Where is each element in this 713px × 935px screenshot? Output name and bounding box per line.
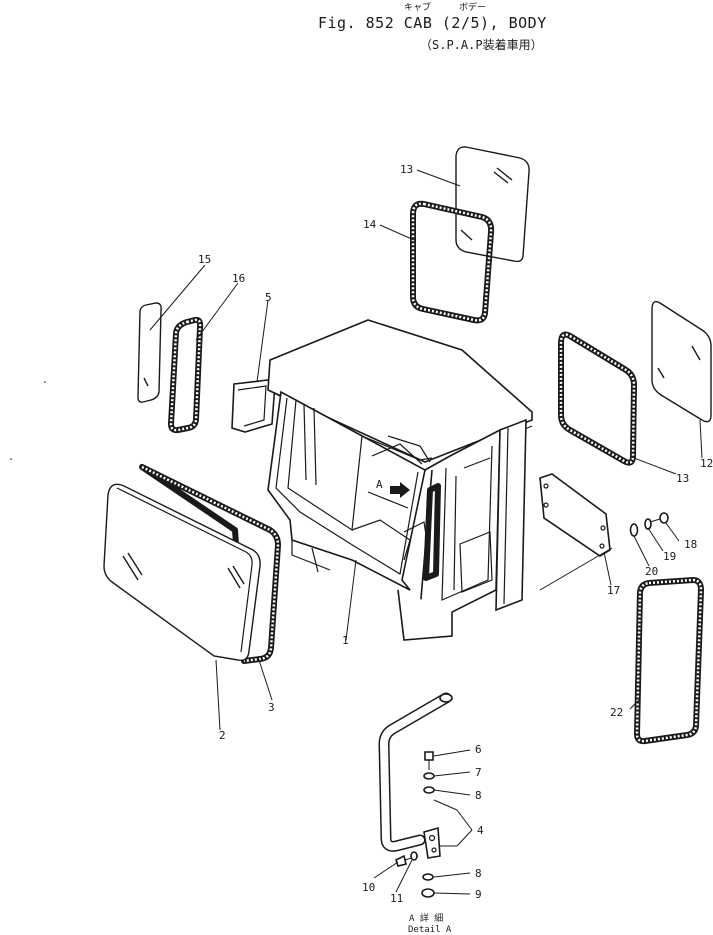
callout-3: 3 — [268, 701, 275, 714]
part-13-seal — [558, 331, 637, 466]
callout-numbers: 13 14 15 16 5 12 13 18 19 20 17 22 1 3 2… — [198, 163, 713, 905]
leader-lines — [149, 169, 703, 895]
part-3-seal — [139, 464, 281, 664]
part-5-panel — [231, 379, 276, 433]
callout-8a: 8 — [475, 789, 482, 802]
callout-13: 13 — [676, 472, 689, 485]
callout-18: 17 — [607, 584, 620, 597]
detail-a-handrail — [378, 692, 453, 898]
title-ruby-cab: キャブ — [404, 1, 431, 13]
callout-16: 15 — [198, 253, 211, 266]
detail-a-caption-jp: A 詳 細 — [409, 912, 443, 924]
callout-10: 10 — [362, 881, 375, 894]
callout-5: 5 — [265, 291, 272, 304]
callout-21: 20 — [645, 565, 658, 578]
callout-19: 18 — [684, 538, 697, 551]
detail-a-arrow-label: A — [376, 478, 383, 491]
callout-2: 2 — [219, 729, 226, 742]
callout-8b: 8 — [475, 867, 482, 880]
title-ruby-body: ボデー — [459, 1, 486, 13]
page-title: Fig. 852 CAB (2/5), BODY — [318, 14, 547, 32]
part-21-washer — [629, 523, 639, 537]
part-16-glass — [137, 302, 162, 403]
callout-1: 1 — [342, 634, 349, 647]
callout-15: 14 — [363, 218, 377, 231]
part-15-seal — [410, 200, 495, 324]
callout-17: 16 — [232, 272, 245, 285]
callout-9: 9 — [475, 888, 482, 901]
speck — [10, 458, 12, 460]
callout-6: 6 — [475, 743, 482, 756]
part-17-seal — [168, 316, 204, 434]
part-20-washer — [644, 518, 652, 530]
page-subtitle: （S.P.A.P装着車用） — [420, 37, 543, 52]
callout-11: 11 — [390, 892, 403, 905]
detail-a-caption-en: Detail A — [408, 925, 452, 935]
part-19-bolt — [649, 512, 669, 524]
part-14-glass — [455, 146, 530, 263]
speck — [44, 381, 46, 383]
part-2-glass — [103, 483, 261, 661]
part-22-seal — [634, 577, 704, 745]
callout-14: 13 — [400, 163, 413, 176]
callout-20: 19 — [663, 550, 676, 563]
part-1-cab-body: A — [267, 319, 533, 641]
part-18-bracket — [539, 473, 611, 557]
callout-12: 12 — [700, 457, 713, 470]
detail-a-arrow-icon — [390, 482, 410, 498]
callout-22: 22 — [610, 706, 623, 719]
part-12-glass — [651, 300, 712, 423]
callout-4: 4 — [477, 824, 484, 837]
callout-7: 7 — [475, 766, 482, 779]
